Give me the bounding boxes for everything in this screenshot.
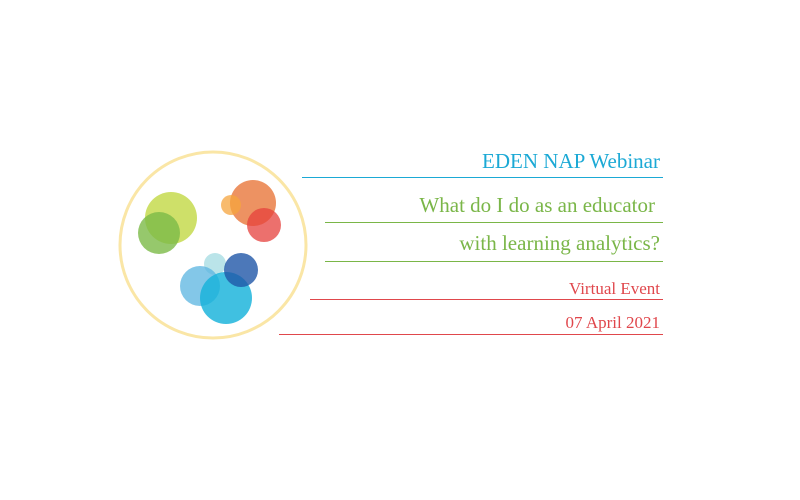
divider-blue bbox=[302, 177, 663, 178]
bubble-red bbox=[247, 208, 281, 242]
logo-ring bbox=[118, 150, 308, 340]
event-title: EDEN NAP Webinar bbox=[482, 149, 660, 173]
bubble-green bbox=[138, 212, 180, 254]
divider-red-1 bbox=[310, 299, 663, 300]
divider-red-2 bbox=[279, 334, 663, 335]
divider-green-2 bbox=[325, 261, 663, 262]
bubble-dark-blue bbox=[224, 253, 258, 287]
question-line-1: What do I do as an educator bbox=[419, 193, 655, 217]
event-format: Virtual Event bbox=[568, 279, 660, 298]
divider-green-1 bbox=[325, 222, 663, 223]
event-date: 07 April 2021 bbox=[565, 313, 660, 332]
question-line-2: with learning analytics? bbox=[459, 231, 660, 255]
bubble-small-orange bbox=[221, 195, 241, 215]
